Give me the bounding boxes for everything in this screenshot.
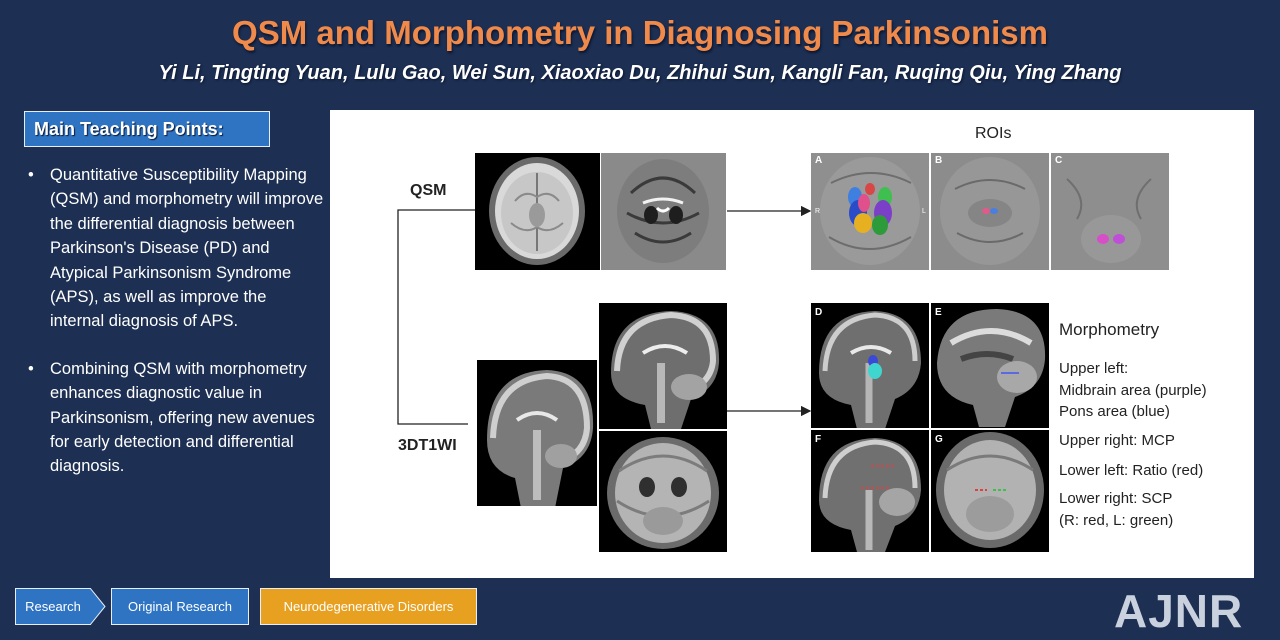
- t1-sagittal-large-image: [477, 360, 597, 506]
- side-mark-l: L: [922, 208, 926, 215]
- panel-letter-a: A: [815, 155, 823, 166]
- t1-label: 3DT1WI: [398, 437, 457, 454]
- page-title: QSM and Morphometry in Diagnosing Parkin…: [232, 14, 1048, 51]
- legend-line: Pons area (blue): [1059, 403, 1170, 420]
- teaching-point: Combining QSM with morphometry enhances …: [24, 357, 324, 479]
- morph-panel-f: [811, 430, 929, 552]
- legend-line: (R: red, L: green): [1059, 511, 1174, 529]
- roi-panel-c: [1051, 153, 1169, 270]
- legend-line: Midbrain area (purple): [1059, 381, 1207, 399]
- legend-upper-left: Upper left: Midbrain area (purple) Pons …: [1059, 358, 1207, 423]
- panel-letter-b: B: [935, 155, 943, 166]
- panel-letter-d: D: [815, 307, 823, 318]
- panel-letter-c: C: [1055, 155, 1063, 166]
- teaching-points-heading: Main Teaching Points:: [24, 111, 270, 147]
- tag-research[interactable]: Research: [15, 588, 91, 625]
- legend-lower-right: Lower right: SCP (R: red, L: green): [1059, 488, 1173, 531]
- arrow-icon: [90, 588, 106, 625]
- tag-original-research[interactable]: Original Research: [111, 588, 249, 625]
- tag-neurodegenerative-disorders[interactable]: Neurodegenerative Disorders: [260, 588, 477, 625]
- qsm-map-image: [601, 153, 726, 270]
- panel-letter-e: E: [935, 307, 942, 318]
- t1-axial-image: [475, 153, 600, 270]
- ajnr-logo: AJNR: [1114, 585, 1244, 637]
- t1-coronal-image: [599, 431, 727, 552]
- rois-label: ROIs: [975, 125, 1012, 142]
- authors-line: Yi Li, Tingting Yuan, Lulu Gao, Wei Sun,…: [158, 62, 1122, 84]
- morph-panel-e: [931, 303, 1049, 428]
- teaching-point: Quantitative Susceptibility Mapping (QSM…: [24, 163, 324, 334]
- morph-panel-g: [931, 430, 1049, 552]
- figure-panel: QSM 3DT1WI ROIs Morphometry Upper left: …: [330, 110, 1254, 578]
- roi-panel-a: [811, 153, 929, 270]
- connector-lines: [397, 205, 812, 425]
- teaching-points-list: Quantitative Susceptibility Mapping (QSM…: [24, 163, 324, 502]
- morph-panel-d: [811, 303, 929, 428]
- panel-letter-f: F: [815, 434, 822, 445]
- t1-sagittal-image: [599, 303, 727, 429]
- legend-lower-left: Lower left: Ratio (red): [1059, 462, 1204, 479]
- legend-line: Upper left:: [1059, 360, 1129, 377]
- legend-line: Lower right: SCP: [1059, 490, 1173, 507]
- panel-letter-g: G: [935, 434, 943, 445]
- side-mark-r: R: [815, 208, 821, 215]
- legend-upper-right: Upper right: MCP: [1059, 432, 1175, 449]
- morphometry-label: Morphometry: [1059, 320, 1160, 339]
- roi-panel-b: [931, 153, 1049, 270]
- qsm-label: QSM: [410, 182, 447, 199]
